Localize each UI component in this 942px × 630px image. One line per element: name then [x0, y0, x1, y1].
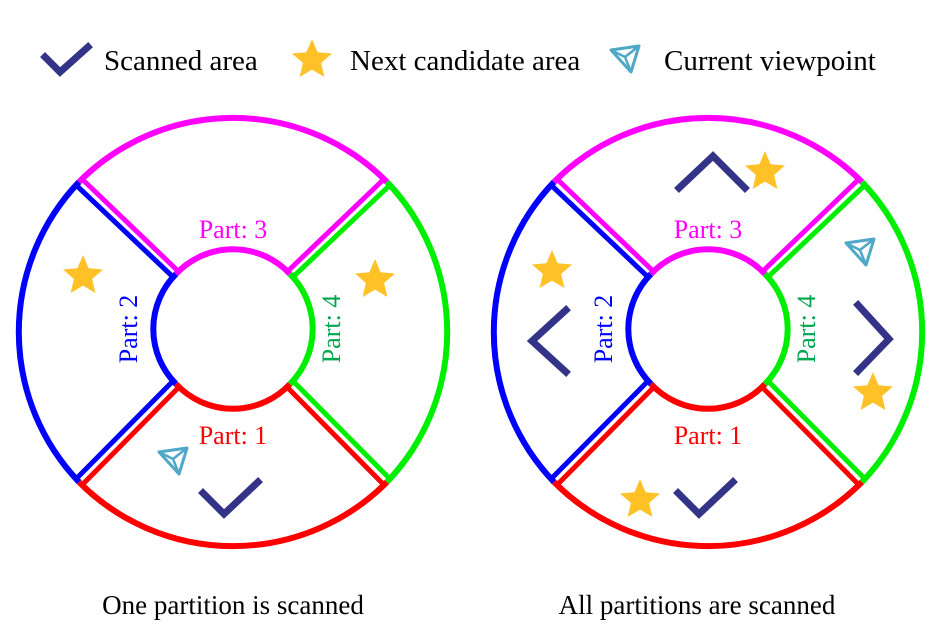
part2-outer-arc: [490, 179, 557, 485]
part2-label: Part: 2: [114, 295, 143, 364]
part2-outer-arc: [15, 179, 82, 485]
legend-star-icon: [292, 39, 332, 77]
divider-bottom-left-blue: [74, 379, 175, 481]
diagram-one-partition: Part: 1 Part: 3 Part: 2 Part: 4 One part…: [15, 114, 451, 620]
legend: Scanned area Next candidate area Current…: [40, 39, 876, 77]
check-icon: [853, 300, 894, 376]
divider-top-left-magenta: [80, 177, 180, 273]
divider-bottom-right-green: [291, 379, 392, 481]
part1-label: Part: 1: [674, 421, 743, 450]
part4-inner-arc: [287, 271, 316, 387]
part3-outer-arc: [551, 114, 865, 185]
part4-label: Part: 4: [792, 295, 821, 364]
check-icon: [198, 477, 263, 519]
diagram-caption: All partitions are scanned: [559, 590, 836, 620]
part2-inner-arc: [150, 271, 179, 387]
legend-candidate-label: Next candidate area: [350, 45, 580, 77]
divider-bottom-left-red: [555, 385, 656, 487]
divider-top-left-blue: [549, 183, 650, 279]
legend-viewpoint-icon: [609, 44, 641, 74]
part3-inner-arc: [173, 246, 293, 277]
legend-viewpoint-label: Current viewpoint: [664, 45, 876, 77]
part1-outer-arc: [76, 479, 390, 550]
check-icon: [673, 477, 738, 519]
divider-bottom-left-blue: [549, 379, 650, 481]
star-icon: [63, 255, 103, 293]
part4-outer-arc: [384, 179, 451, 485]
divider-bottom-right-red: [760, 385, 861, 487]
part1-inner-arc: [648, 381, 768, 412]
diagram-all-partitions: Part: 1 Part: 3 Part: 2 Part: 4 All part…: [490, 114, 926, 620]
star-icon: [532, 250, 572, 288]
part2-inner-arc: [625, 271, 654, 387]
part3-inner-arc: [648, 246, 768, 277]
legend-check-icon: [40, 42, 93, 77]
part1-label: Part: 1: [199, 421, 268, 450]
divider-top-right-magenta: [761, 177, 861, 273]
part3-label: Part: 3: [674, 215, 743, 244]
part3-label: Part: 3: [199, 215, 268, 244]
divider-bottom-left-red: [80, 385, 181, 487]
divider-bottom-right-green: [766, 379, 867, 481]
check-icon: [526, 305, 571, 377]
divider-top-right-green: [766, 183, 867, 279]
divider-top-left-magenta: [555, 177, 655, 273]
viewpoint-icon: [844, 237, 876, 267]
divider-top-right-green: [291, 183, 392, 279]
star-icon: [355, 259, 395, 297]
divider-bottom-right-red: [285, 385, 386, 487]
star-icon: [620, 479, 660, 517]
part4-outer-arc: [859, 179, 926, 485]
legend-scanned-label: Scanned area: [104, 45, 258, 77]
divider-top-right-magenta: [286, 177, 386, 273]
divider-top-left-blue: [74, 183, 175, 279]
part3-outer-arc: [76, 114, 390, 185]
viewpoint-icon: [157, 446, 189, 476]
part1-inner-arc: [173, 381, 293, 412]
part1-outer-arc: [551, 479, 865, 550]
star-icon: [853, 372, 893, 410]
part4-inner-arc: [762, 271, 791, 387]
part2-label: Part: 2: [589, 295, 618, 364]
star-icon: [745, 151, 785, 189]
diagram-caption: One partition is scanned: [102, 590, 364, 620]
check-icon: [674, 151, 750, 193]
part4-label: Part: 4: [317, 295, 346, 364]
